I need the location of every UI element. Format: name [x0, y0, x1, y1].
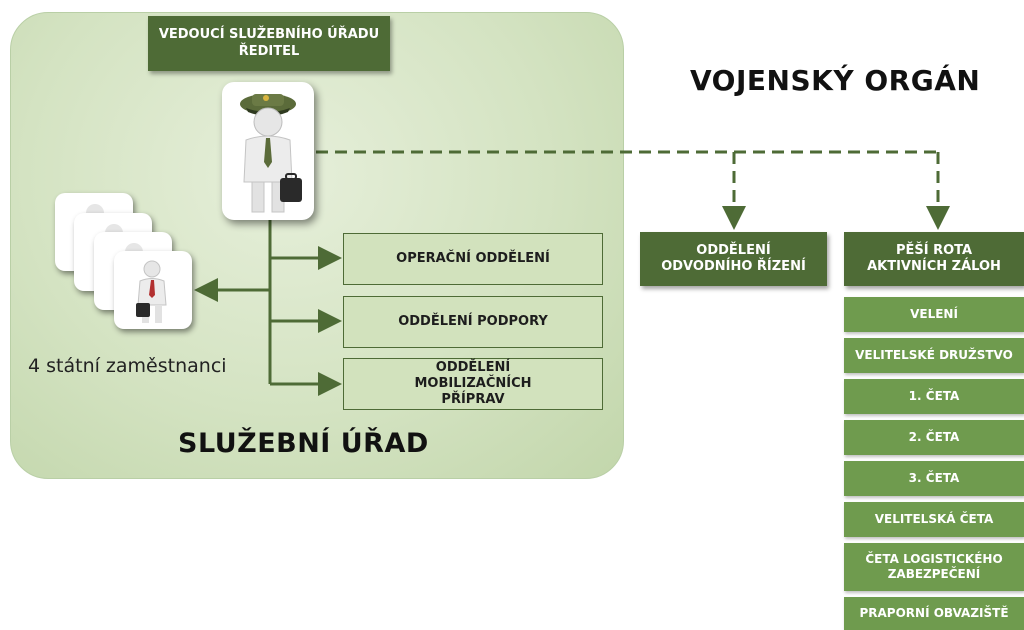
company-part-item: PRAPORNÍ OBVAZIŠTĚ	[844, 597, 1024, 630]
company-part-label: ČETA LOGISTICKÉHO ZABEZPEČENÍ	[865, 552, 1003, 581]
company-part-item: ČETA LOGISTICKÉHO ZABEZPEČENÍ	[844, 543, 1024, 591]
staff-count-label: 4 státní zaměstnanci	[28, 355, 227, 377]
company-part-item: 2. ČETA	[844, 420, 1024, 455]
company-part-label: 3. ČETA	[908, 471, 960, 485]
office-head-box: VEDOUCÍ SLUŽEBNÍHO ÚŘADU ŘEDITEL	[148, 16, 390, 71]
unit-draft-department: ODDĚLENÍ ODVODNÍHO ŘÍZENÍ	[640, 232, 827, 286]
company-part-item: 3. ČETA	[844, 461, 1024, 496]
military-title: VOJENSKÝ ORGÁN	[690, 64, 981, 97]
unit-label: PĚŠÍ ROTA AKTIVNÍCH ZÁLOH	[867, 242, 1001, 274]
company-part-label: VELENÍ	[910, 307, 958, 321]
company-part-item: VELITELSKÉ DRUŽSTVO	[844, 338, 1024, 373]
unit-label: ODDĚLENÍ ODVODNÍHO ŘÍZENÍ	[661, 242, 806, 274]
company-part-label: VELITELSKÁ ČETA	[874, 512, 994, 526]
company-part-label: 1. ČETA	[908, 389, 960, 403]
department-label: OPERAČNÍ ODDĚLENÍ	[396, 250, 550, 266]
department-operations: OPERAČNÍ ODDĚLENÍ	[343, 233, 603, 285]
company-part-item: 1. ČETA	[844, 379, 1024, 414]
department-label: ODDĚLENÍ MOBILIZAČNÍCH PŘÍPRAV	[414, 359, 532, 408]
department-support: ODDĚLENÍ PODPORY	[343, 296, 603, 348]
office-title: SLUŽEBNÍ ÚŘAD	[178, 428, 429, 459]
company-part-label: VELITELSKÉ DRUŽSTVO	[855, 348, 1013, 362]
officer-figure-icon	[222, 82, 314, 220]
office-head-label: VEDOUCÍ SLUŽEBNÍHO ÚŘADU	[158, 27, 380, 43]
employee-figure-icon	[114, 251, 192, 329]
department-mobilization: ODDĚLENÍ MOBILIZAČNÍCH PŘÍPRAV	[343, 358, 603, 410]
company-part-item: VELENÍ	[844, 297, 1024, 332]
office-head-sub-label: ŘEDITEL	[238, 43, 300, 59]
unit-reserve-company: PĚŠÍ ROTA AKTIVNÍCH ZÁLOH	[844, 232, 1024, 286]
department-label: ODDĚLENÍ PODPORY	[398, 313, 548, 329]
company-part-label: 2. ČETA	[908, 430, 960, 444]
company-part-item: VELITELSKÁ ČETA	[844, 502, 1024, 537]
company-part-label: PRAPORNÍ OBVAZIŠTĚ	[859, 606, 1009, 620]
